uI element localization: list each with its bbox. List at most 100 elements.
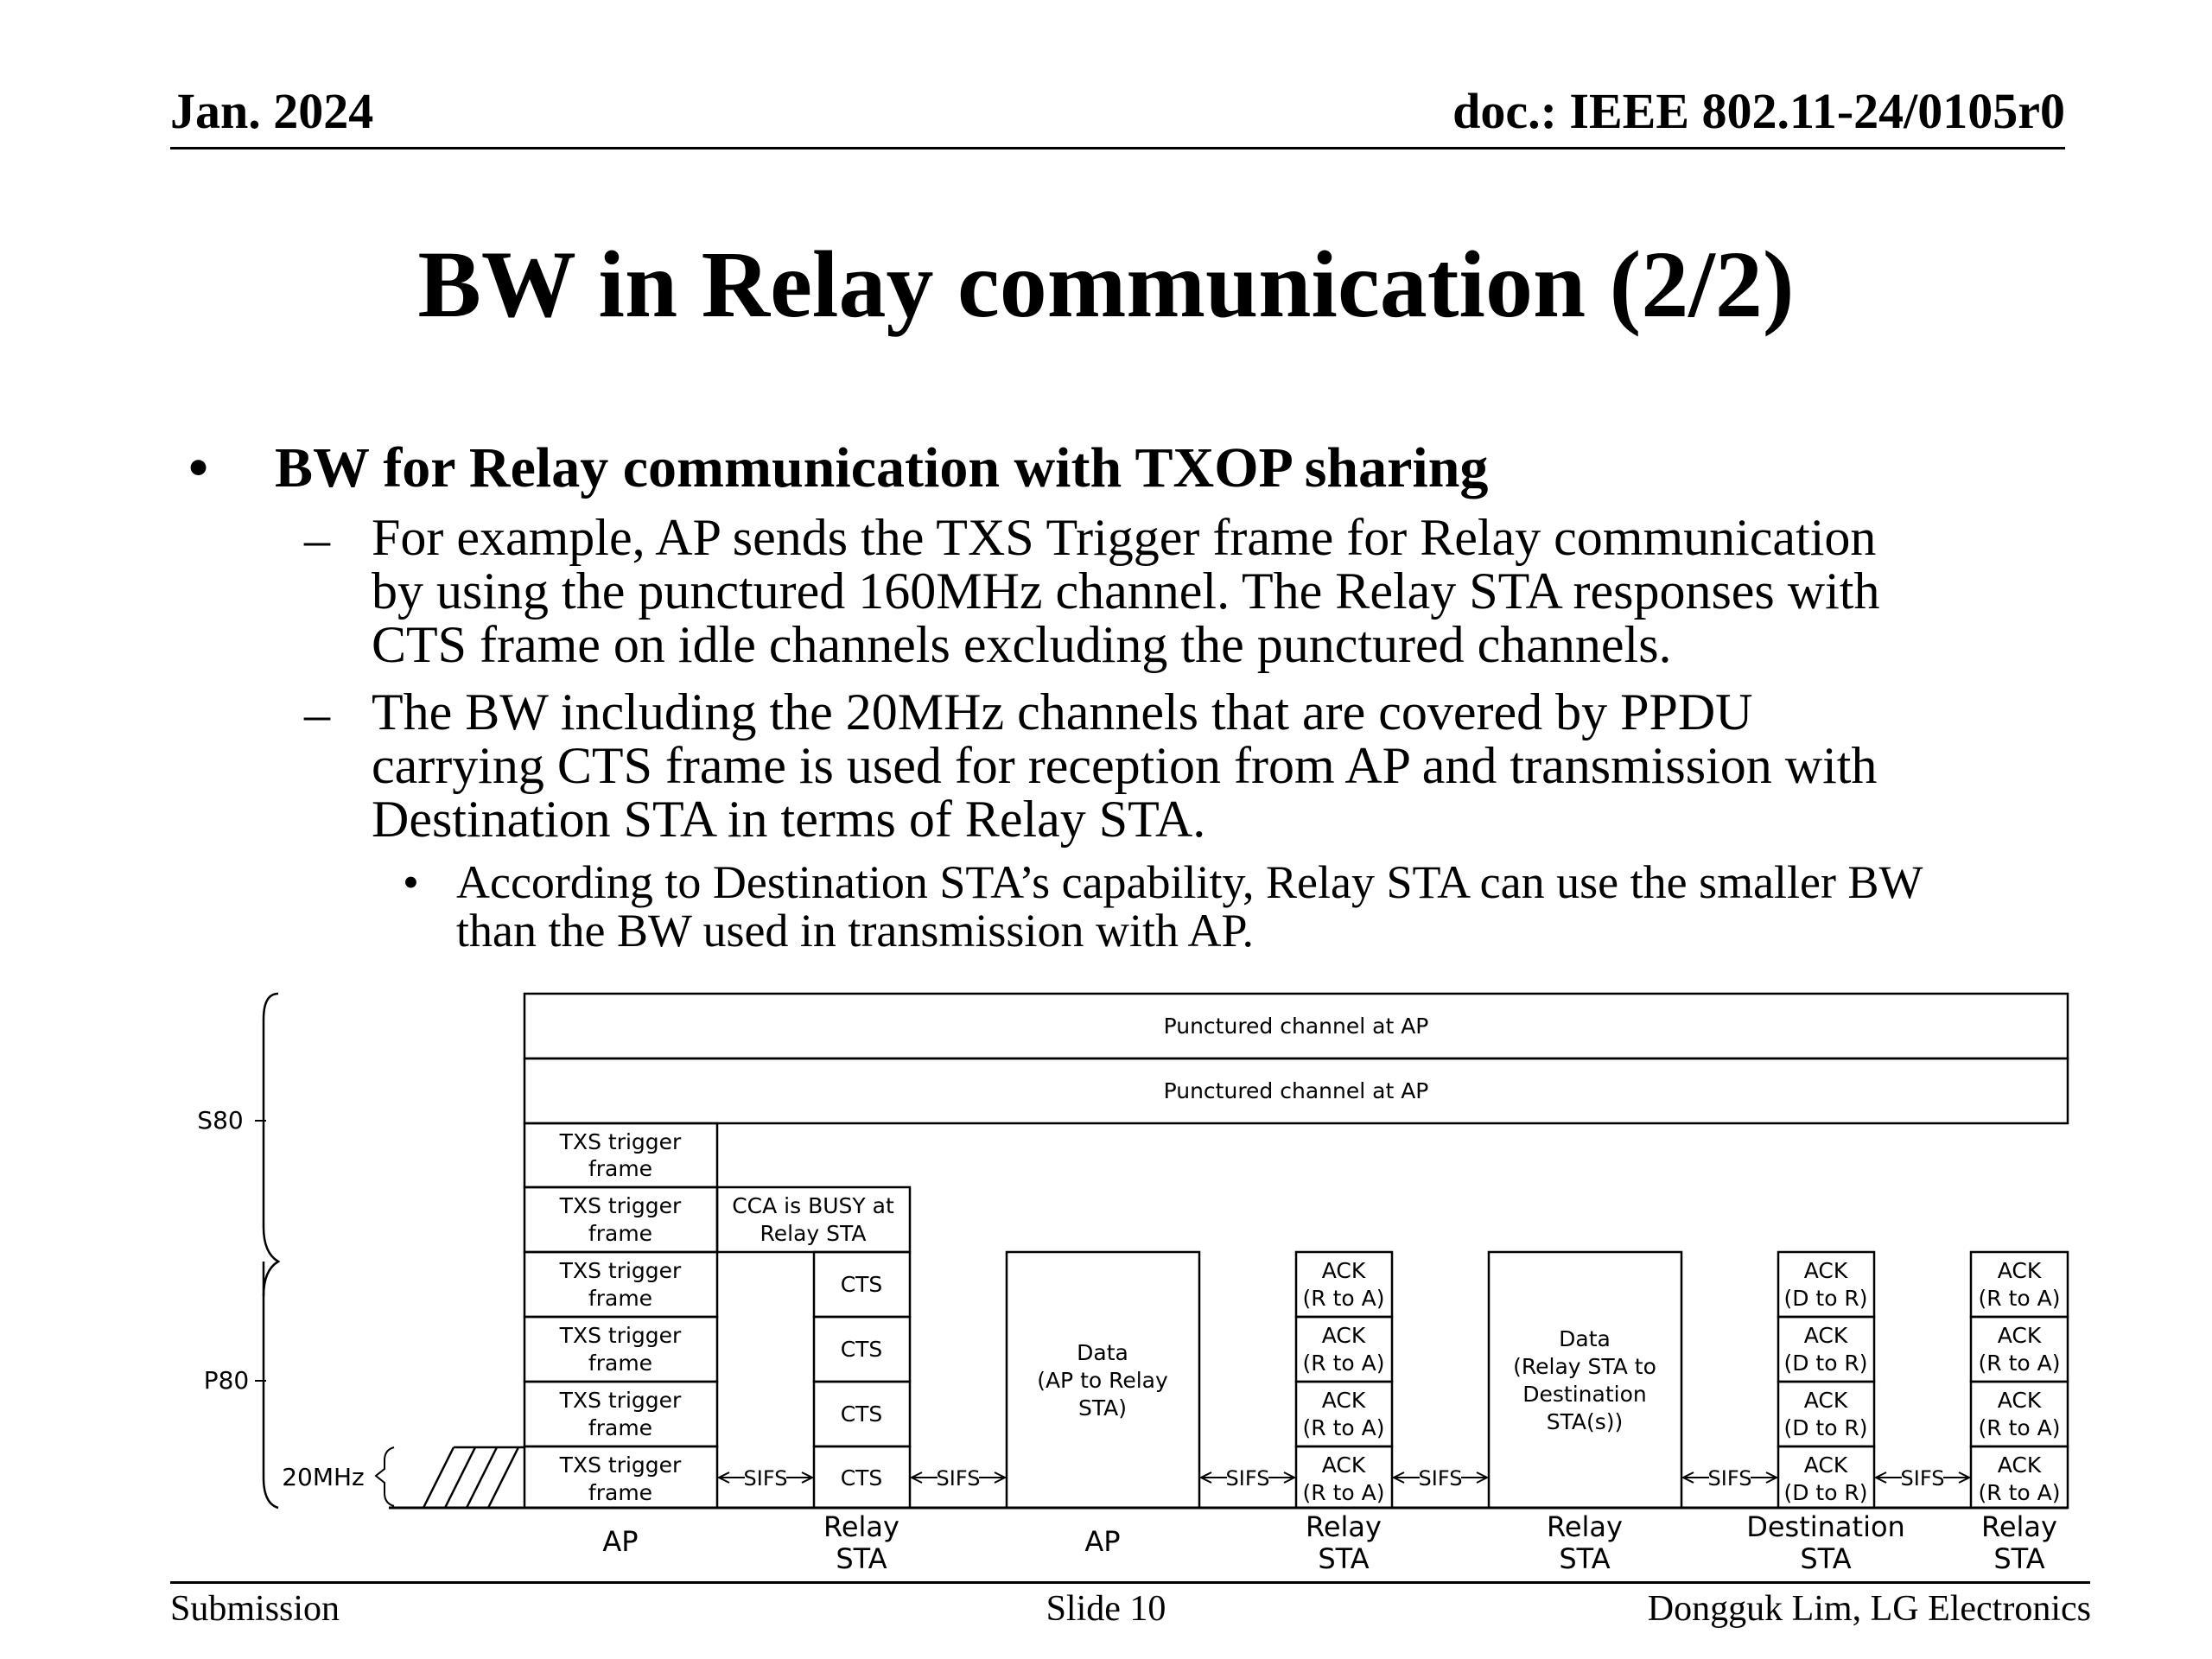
subsub-bullet-line-1: According to Destination STA’s capabilit… [456,856,1923,908]
ack-direction-label: (R to A) [1979,1480,2061,1505]
data-relay-label: Data [1559,1326,1611,1351]
bottom-label-relay: STA [1993,1542,2044,1575]
sub-bullet-2-line-1: The BW including the 20MHz channels that… [372,683,1753,741]
txs-label: frame [588,1480,652,1505]
sifs-label: SIFS [937,1466,981,1491]
ack-label: ACK [1322,1388,1366,1413]
cts-label: CTS [841,1465,883,1491]
ack-direction-label: (D to R) [1783,1351,1867,1376]
bottom-label-relay: STA [836,1542,887,1575]
data-relay-label: STA(s)) [1547,1409,1624,1434]
txs-label: TXS trigger [559,1388,682,1413]
data-ap-label: (AP to Relay [1037,1368,1168,1393]
ack-label: ACK [1322,1323,1366,1348]
ack-direction-label: (D to R) [1783,1415,1867,1440]
cca-label: Relay STA [760,1221,867,1246]
ack-label: ACK [1998,1388,2042,1413]
header-doc-number: doc.: IEEE 802.11-24/0105r0 [1452,83,2065,139]
cts-label: CTS [841,1272,883,1297]
header-rule [170,147,2065,149]
txs-label: frame [588,1221,652,1246]
data-relay-label: (Relay STA to [1513,1354,1656,1379]
p80-brace [262,1262,279,1510]
sub-bullet-1-line-3: CTS frame on idle channels excluding the… [372,616,1672,673]
bottom-label-relay: Relay [1981,1510,2057,1543]
txs-label: frame [588,1415,652,1440]
mhz20-label: 20MHz [282,1463,365,1491]
subsub-bullet-marker: • [403,856,419,908]
cts-label: CTS [841,1337,883,1362]
sifs-label: SIFS [1708,1466,1752,1491]
sub-bullet-2-line-3: Destination STA in terms of Relay STA. [372,791,1206,848]
dash-marker: – [304,685,330,742]
ack-direction-label: (R to A) [1979,1351,2061,1376]
ack-label: ACK [1322,1452,1366,1478]
bottom-label-destination: Destination [1746,1510,1905,1543]
ack-label: ACK [1804,1388,1848,1413]
data-relay-label: Destination [1522,1382,1646,1407]
subsub-bullet-line-2: than the BW used in transmission with AP… [456,905,1255,957]
ack-label: ACK [1998,1258,2042,1283]
cts-label: CTS [841,1402,883,1427]
slide-title: BW in Relay communication (2/2) [417,232,1795,337]
footer-rule [170,1581,2090,1584]
ack-label: ACK [1998,1452,2042,1478]
ack-label: ACK [1804,1323,1848,1348]
sub-bullet-1-line-2: by using the punctured 160MHz channel. T… [372,563,1880,620]
s80-label: S80 [197,1106,243,1135]
sub-bullet-2-line-2: carrying CTS frame is used for reception… [372,737,1878,794]
punctured-channel-block [523,1057,2069,1125]
s80-brace [262,992,281,1297]
txs-label: frame [588,1351,652,1376]
txs-label: frame [588,1286,652,1311]
ack-label: ACK [1322,1258,1366,1283]
dash-marker: – [304,511,330,568]
punctured-label: Punctured channel at AP [1164,1078,1429,1103]
ack-direction-label: (R to A) [1303,1286,1385,1311]
ack-direction-label: (R to A) [1979,1415,2061,1440]
hatch-marks [422,1446,524,1509]
sifs-label: SIFS [744,1466,788,1491]
footer-slide-number: Slide 10 [1046,1589,1166,1629]
bottom-label-destination: STA [1800,1542,1851,1575]
ack-direction-label: (D to R) [1783,1480,1867,1505]
bullet-main-text: BW for Relay communication with TXOP sha… [275,436,1489,499]
txs-label: TXS trigger [559,1193,682,1218]
bottom-label-ap: AP [1084,1525,1120,1558]
txs-label: TXS trigger [559,1129,682,1154]
ack-direction-label: (R to A) [1303,1351,1385,1376]
bullet-marker: • [188,436,209,499]
ack-direction-label: (R to A) [1979,1286,2061,1311]
sifs-label: SIFS [1901,1466,1945,1491]
data-relay-to-destination-block [1487,1250,1683,1510]
footer-author: Dongguk Lim, LG Electronics [1647,1589,2091,1629]
ack-direction-label: (R to A) [1303,1415,1385,1440]
footer-submission: Submission [170,1589,340,1629]
data-ap-label: STA) [1078,1395,1127,1421]
bottom-label-relay: STA [1559,1542,1610,1575]
ack-direction-label: (D to R) [1783,1286,1867,1311]
cca-label: CCA is BUSY at [732,1193,894,1218]
p80-label: P80 [204,1366,250,1395]
sub-bullet-1-line-1: For example, AP sends the TXS Trigger fr… [372,509,1877,566]
ack-label: ACK [1804,1258,1848,1283]
sifs-label: SIFS [1226,1466,1270,1491]
txs-label: frame [588,1156,652,1181]
bottom-label-ap: AP [602,1525,638,1558]
bottom-label-relay: Relay [823,1510,899,1543]
txs-label: TXS trigger [559,1323,682,1348]
ack-label: ACK [1804,1452,1848,1478]
sifs-label: SIFS [1419,1466,1463,1491]
punctured-label: Punctured channel at AP [1164,1014,1429,1039]
sifs-arrows [716,1471,1972,1484]
bottom-label-relay: Relay [1547,1510,1623,1543]
txs-label: TXS trigger [559,1452,682,1478]
bottom-label-relay: STA [1318,1542,1369,1575]
mhz20-brace [374,1446,395,1507]
data-ap-label: Data [1077,1340,1128,1365]
bottom-label-relay: Relay [1306,1510,1382,1543]
header-date: Jan. 2024 [170,83,374,139]
ack-direction-label: (R to A) [1303,1480,1385,1505]
ack-label: ACK [1998,1323,2042,1348]
